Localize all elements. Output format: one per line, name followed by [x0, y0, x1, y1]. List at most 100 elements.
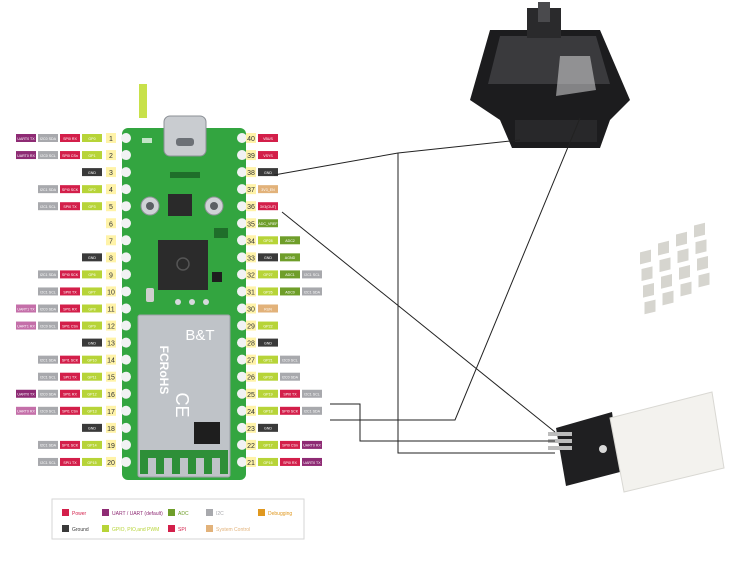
pin-number-box: [246, 303, 256, 314]
pin-tag-label: GP26: [263, 290, 272, 294]
pin-tag: [280, 372, 300, 381]
pin-tag: [258, 304, 278, 313]
pin-tag: [38, 304, 58, 313]
pad-left: [121, 286, 131, 297]
pin-number-box: [246, 235, 256, 246]
pin-number: 38: [247, 170, 255, 177]
pin-tag: [60, 287, 80, 296]
pin-number: 14: [107, 358, 115, 365]
legend-swatch: [206, 509, 213, 516]
pin-tag-label: GND: [264, 256, 272, 260]
pin-number: 2: [109, 153, 113, 160]
pin-tag: [302, 287, 322, 296]
pin-number: 13: [107, 341, 115, 348]
pin-number-box: [246, 286, 256, 297]
pin-tag: [280, 253, 300, 262]
grille-slot: [697, 255, 708, 271]
pin-tag: [258, 185, 278, 194]
pin-number-box: [246, 218, 256, 229]
pin-tag: [82, 440, 102, 449]
pin-tag-label: VSYS: [263, 154, 273, 158]
pin-number: 26: [247, 375, 255, 382]
pin-tag-label: I2C1 SDA: [304, 290, 321, 294]
pin-tag-label: GP16: [263, 461, 272, 465]
pin-number-box: [246, 269, 256, 280]
pin-tag-label: SPI0 RX: [283, 461, 297, 465]
usb-c-port-icon: [176, 138, 194, 146]
pin-number-box: [106, 184, 116, 195]
pin-tag-label: UART0 TX: [17, 137, 35, 141]
pad-right: [237, 150, 247, 161]
pin-tag-label: GP17: [263, 444, 272, 448]
pin-tag-label: 3V3_EN: [261, 188, 275, 192]
pin-number: 1: [109, 136, 113, 143]
pad-right: [237, 184, 247, 195]
pin-number: 25: [247, 392, 255, 399]
pad-left: [121, 405, 131, 416]
pin-tag-label: ADC1: [285, 273, 295, 277]
pin-tag: [258, 219, 278, 228]
pin-tag: [258, 372, 278, 381]
pin-tag-label: SPI0 CSn: [62, 154, 78, 158]
pin-tag: [82, 270, 102, 279]
grille-slot: [641, 266, 653, 282]
pin-tag-label: RUN: [264, 307, 272, 311]
pin-number: 30: [247, 307, 255, 314]
pin-tag-label: GP11: [88, 376, 97, 380]
legend-item: Power: [62, 509, 87, 517]
grille-slot: [644, 299, 656, 315]
pin-number-box: [246, 184, 256, 195]
pin-tag-label: I2C1 SCL: [40, 290, 56, 294]
pin-number-box: [106, 286, 116, 297]
legend-item: ADC: [168, 509, 189, 517]
pad-right: [237, 320, 247, 331]
pin-tag: [258, 287, 278, 296]
pin-tag-label: I2C0 SDA: [282, 376, 299, 380]
pin-number: 24: [247, 409, 255, 416]
grille-slot: [695, 239, 707, 255]
sensor-pcb: [556, 412, 620, 486]
pin-tag-label: GP0: [88, 137, 95, 141]
pin-tag: [38, 406, 58, 415]
sensor-housing: [609, 391, 725, 493]
pad-left: [121, 269, 131, 280]
pin-number: 15: [107, 375, 115, 382]
pin-tag-label: SPI0 TX: [63, 205, 77, 209]
legend-swatch: [62, 509, 69, 516]
pin-tag: [82, 134, 102, 142]
pad-right: [237, 201, 247, 212]
pin-number: 39: [247, 153, 255, 160]
legend-item: I2C: [206, 509, 224, 517]
pad-left: [121, 184, 131, 195]
pad-left: [121, 303, 131, 314]
key-switch: [470, 2, 630, 148]
usb-tag: [139, 84, 147, 118]
pin-number: 5: [109, 204, 113, 211]
legend-swatch: [258, 509, 265, 516]
legend-item: Debugging: [258, 509, 292, 517]
pin-tag-label: UART1 RX: [17, 324, 35, 328]
pin-tag-label: GP9: [88, 324, 95, 328]
pin-number: 18: [107, 426, 115, 433]
pin-tag-label: GP18: [263, 410, 272, 414]
sensor-pin-2: [548, 439, 572, 443]
grille-slot: [659, 257, 671, 273]
pin-number: 6: [109, 221, 113, 228]
pin-number: 10: [107, 289, 115, 296]
legend-item: System Control: [206, 525, 250, 533]
pin-tag: [258, 151, 278, 160]
grille-slot: [698, 272, 710, 288]
pin-number-box: [106, 201, 116, 212]
pin-tag: [38, 185, 58, 194]
pad-left: [121, 388, 131, 399]
legend-swatch: [62, 525, 69, 532]
pin-tag-label: SPI1 SCK: [62, 358, 79, 362]
pin-tag: [280, 406, 300, 415]
pin-number-box: [106, 269, 116, 280]
pin-30: 30 RUN: [246, 303, 278, 314]
pad-right: [237, 167, 247, 178]
